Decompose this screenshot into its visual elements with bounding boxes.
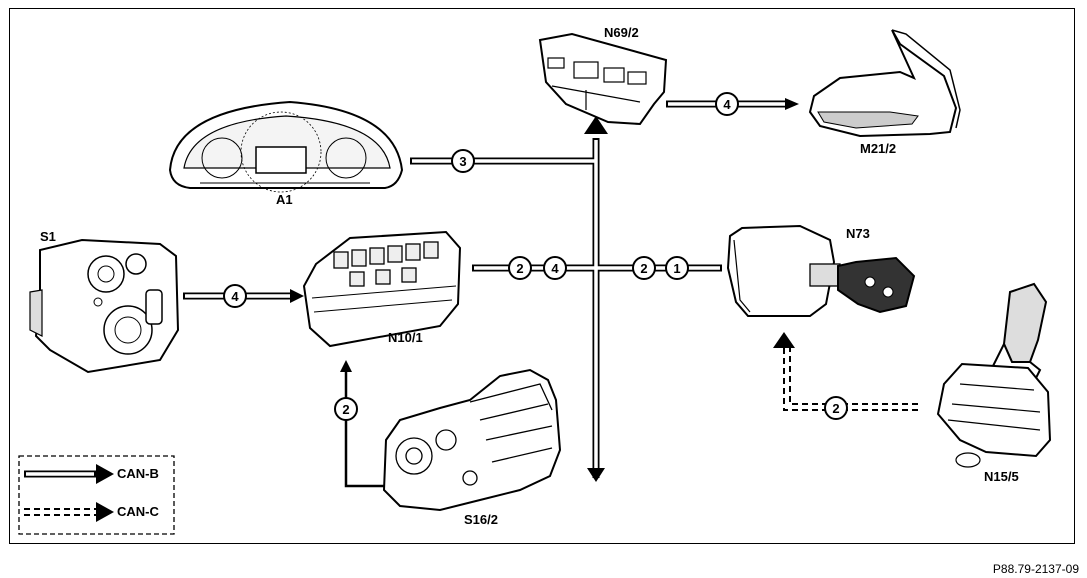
ignition-switch-illustration — [726, 224, 916, 317]
diagram-frame — [9, 8, 1075, 544]
legend-can-b-swatch — [24, 464, 114, 484]
svg-text:4: 4 — [723, 97, 731, 112]
arrow-to-n10-from-s1 — [290, 289, 304, 303]
label-m21-2: M21/2 — [860, 141, 897, 156]
label-s1: S1 — [40, 229, 56, 244]
conn-marker-s1-n10: 4 — [223, 284, 247, 308]
conn-marker-n15: 2 — [824, 396, 848, 420]
label-n69-2: N69/2 — [604, 25, 639, 40]
conn-marker-n10-bus-2: 4 — [543, 256, 567, 280]
legend — [18, 455, 175, 535]
door-module-illustration — [538, 32, 668, 126]
arrow-down-end — [587, 468, 605, 482]
label-a1: A1 — [276, 192, 293, 207]
conn-marker-n10-bus-1: 2 — [508, 256, 532, 280]
legend-can-b-label: CAN-B — [117, 466, 159, 481]
label-n10-1: N10/1 — [388, 330, 423, 345]
arrow-to-n10-from-s16 — [340, 360, 352, 372]
legend-can-c-swatch — [24, 502, 114, 522]
mirror-illustration — [808, 29, 961, 138]
label-n73: N73 — [846, 226, 870, 241]
figure-id: P88.79-2137-09 — [992, 562, 1079, 576]
conn-marker-a1: 3 — [451, 149, 475, 173]
svg-text:2: 2 — [832, 401, 839, 416]
conn-marker-n73-bus-1: 2 — [632, 256, 656, 280]
shifter-illustration — [936, 282, 1052, 468]
conn-marker-s16: 2 — [334, 397, 358, 421]
arrow-to-m21 — [785, 98, 799, 110]
arrowheads — [290, 98, 799, 482]
conn-marker-n73-bus-2: 1 — [665, 256, 689, 280]
legend-can-c-label: CAN-C — [117, 504, 159, 519]
label-s16-2: S16/2 — [464, 512, 498, 527]
svg-text:2: 2 — [516, 261, 523, 276]
can-c-line — [783, 348, 918, 411]
label-n15-5: N15/5 — [984, 469, 1019, 484]
svg-text:2: 2 — [640, 261, 647, 276]
svg-text:3: 3 — [459, 154, 466, 169]
svg-text:4: 4 — [231, 289, 239, 304]
sam-module-illustration — [302, 230, 462, 348]
svg-text:2: 2 — [342, 402, 349, 417]
light-switch-illustration — [29, 238, 180, 374]
arrow-to-n69 — [584, 116, 608, 134]
transmission-illustration — [382, 368, 562, 512]
instrument-cluster-illustration — [168, 100, 404, 193]
arrow-to-n73 — [773, 332, 795, 348]
svg-text:4: 4 — [551, 261, 559, 276]
conn-marker-m21: 4 — [715, 92, 739, 116]
svg-text:1: 1 — [673, 261, 680, 276]
